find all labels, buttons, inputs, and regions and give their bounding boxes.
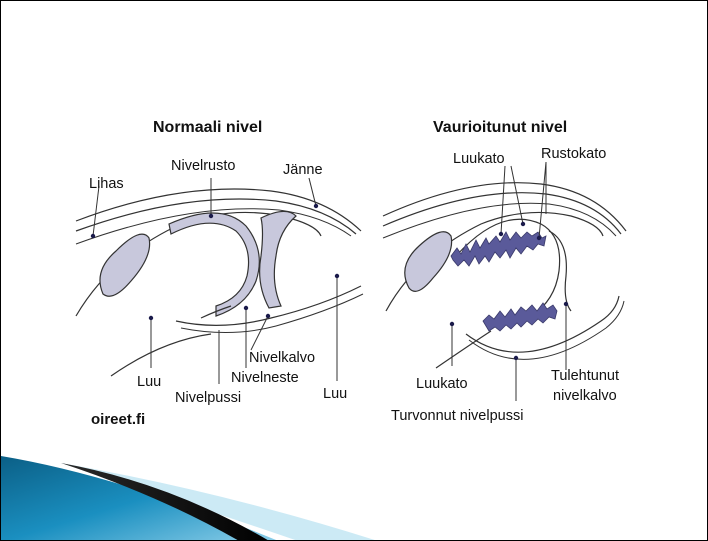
damaged-tissue-upper xyxy=(451,232,546,266)
normal-dot-lihas xyxy=(91,234,95,238)
damaged-leader-luukato-top-a xyxy=(501,166,505,234)
label-luukato-bottom: Luukato xyxy=(416,376,468,392)
damaged-dot-luukato-top-a xyxy=(499,232,503,236)
normal-dot-nivelkalvo xyxy=(266,314,270,318)
normal-leader-janne xyxy=(309,178,316,206)
normal-cartilage-head xyxy=(169,213,259,316)
joint-diagram: oireet.fi Normaali nivel xyxy=(71,106,641,441)
normal-lower-bone xyxy=(111,334,211,376)
label-nivelkalvo: Nivelkalvo xyxy=(249,350,315,366)
damaged-muscle xyxy=(405,232,452,292)
label-nivelrusto: Nivelrusto xyxy=(171,158,235,174)
label-luu-left: Luu xyxy=(137,374,161,390)
normal-dot-luu-right xyxy=(335,274,339,278)
label-nivelneste: Nivelneste xyxy=(231,370,299,386)
normal-muscle xyxy=(100,234,150,296)
damaged-socket xyxy=(549,231,571,311)
label-tulehtunut-2: nivelkalvo xyxy=(553,388,617,404)
label-luukato-top: Luukato xyxy=(453,151,505,167)
damaged-tissue-lower xyxy=(483,303,557,331)
normal-dot-luu-left xyxy=(149,316,153,320)
damaged-dot-rustokato xyxy=(537,236,541,240)
damaged-dot-luukato-bottom xyxy=(450,322,454,326)
damaged-dot-tulehtunut xyxy=(564,302,568,306)
normal-dot-nivelneste xyxy=(244,306,248,310)
normal-title: Normaali nivel xyxy=(153,119,262,136)
damaged-dot-turvonnut xyxy=(514,356,518,360)
label-lihas: Lihas xyxy=(89,176,124,192)
damaged-joint: Vaurioitunut nivel xyxy=(383,119,626,424)
normal-dot-nivelrusto xyxy=(209,214,213,218)
label-nivelpussi: Nivelpussi xyxy=(175,390,241,406)
label-turvonnut: Turvonnut nivelpussi xyxy=(391,408,523,424)
damaged-title: Vaurioitunut nivel xyxy=(433,119,567,136)
label-tulehtunut-1: Tulehtunut xyxy=(551,368,619,384)
watermark: oireet.fi xyxy=(91,411,145,428)
label-janne: Jänne xyxy=(283,162,323,178)
label-luu-right: Luu xyxy=(323,386,347,402)
normal-joint: Normaali nivel xyxy=(76,119,363,406)
damaged-dot-luukato-top-b xyxy=(521,222,525,226)
normal-cartilage-socket xyxy=(260,211,296,308)
label-rustokato: Rustokato xyxy=(541,146,606,162)
normal-dot-janne xyxy=(314,204,318,208)
damaged-bone-head xyxy=(456,219,560,316)
normal-leader-lihas xyxy=(93,186,99,236)
